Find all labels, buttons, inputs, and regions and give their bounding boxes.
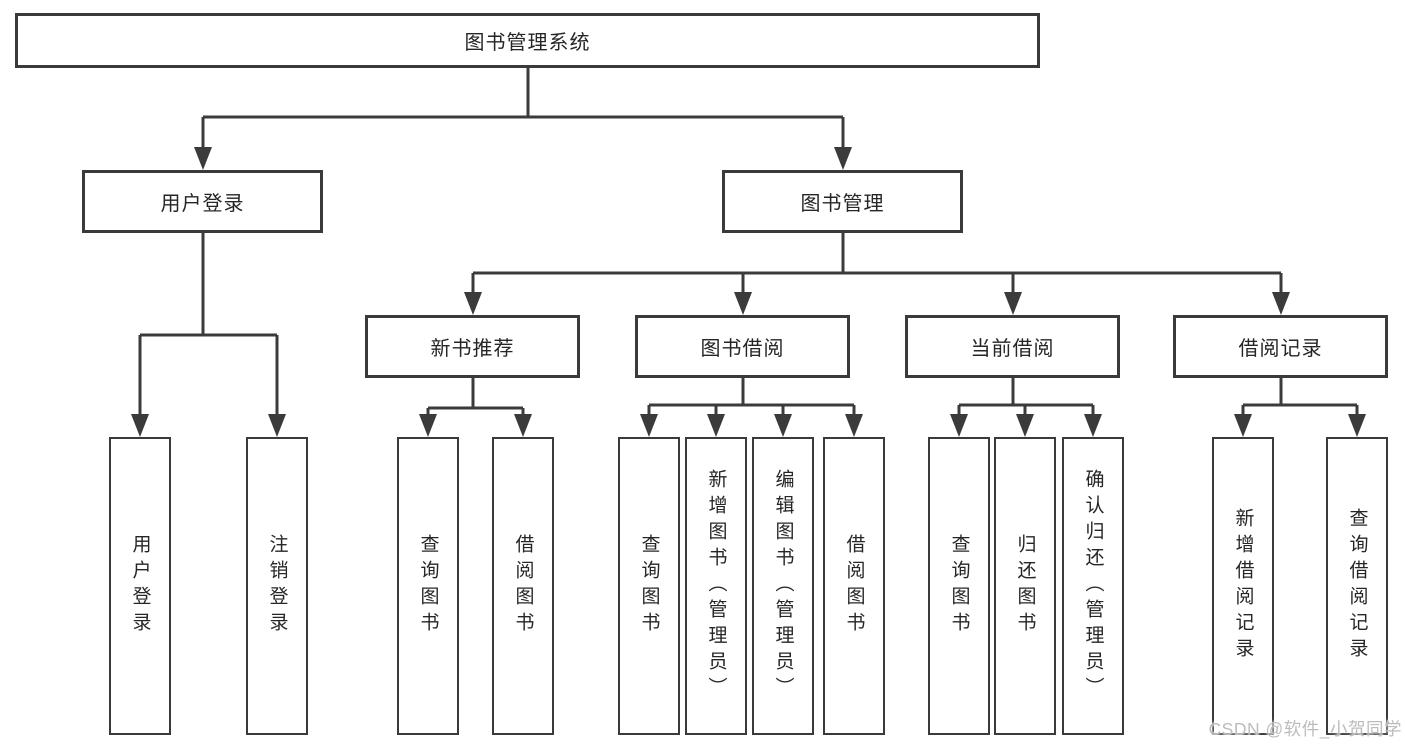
node-label: 查询图书 — [638, 534, 660, 638]
node-label: 编辑图书（管理员） — [772, 469, 794, 703]
node-label: 借阅图书 — [843, 534, 865, 638]
node-leaf-logout: 注销登录 — [246, 437, 308, 735]
node-borrowing-records: 借阅记录 — [1173, 315, 1388, 378]
node-label: 图书借阅 — [700, 338, 785, 360]
node-label: 图书管理系统 — [464, 32, 591, 54]
node-book-management: 图书管理 — [722, 170, 963, 233]
node-leaf-borrow-books-1: 借阅图书 — [492, 437, 554, 735]
node-label: 查询图书 — [417, 534, 439, 638]
node-leaf-query-books-1: 查询图书 — [397, 437, 459, 735]
node-label: 新增图书（管理员） — [705, 469, 727, 703]
node-label: 确认归还（管理员） — [1082, 469, 1104, 703]
node-library-management-system: 图书管理系统 — [15, 13, 1040, 68]
arrowheads — [131, 147, 1366, 437]
node-label: 归还图书 — [1014, 534, 1036, 638]
connector-edges — [138, 68, 1359, 429]
node-label: 当前借阅 — [970, 338, 1055, 360]
node-leaf-user-login: 用户登录 — [109, 437, 171, 735]
node-label: 借阅图书 — [512, 534, 534, 638]
node-user-login-group: 用户登录 — [82, 170, 323, 233]
node-leaf-query-borrow-record: 查询借阅记录 — [1326, 437, 1388, 735]
node-label: 查询借阅记录 — [1346, 508, 1368, 664]
node-leaf-return-books: 归还图书 — [994, 437, 1056, 735]
node-leaf-borrow-books-2: 借阅图书 — [823, 437, 885, 735]
node-label: 查询图书 — [948, 534, 970, 638]
node-leaf-query-books-3: 查询图书 — [928, 437, 990, 735]
node-book-borrowing: 图书借阅 — [635, 315, 850, 378]
node-label: 用户登录 — [129, 534, 151, 638]
node-label: 借阅记录 — [1238, 338, 1323, 360]
node-leaf-edit-books-admin: 编辑图书（管理员） — [752, 437, 814, 735]
node-leaf-confirm-return-admin: 确认归还（管理员） — [1062, 437, 1124, 735]
node-leaf-query-books-2: 查询图书 — [618, 437, 680, 735]
node-label: 用户登录 — [160, 193, 245, 215]
csdn-watermark: CSDN @软件_小贺同学 — [1208, 719, 1402, 739]
node-label: 注销登录 — [266, 534, 288, 638]
node-current-borrowing: 当前借阅 — [905, 315, 1120, 378]
node-label: 新增借阅记录 — [1232, 508, 1254, 664]
node-leaf-add-borrow-record: 新增借阅记录 — [1212, 437, 1274, 735]
node-label: 新书推荐 — [430, 338, 515, 360]
node-leaf-add-books-admin: 新增图书（管理员） — [685, 437, 747, 735]
node-new-book-recommendation: 新书推荐 — [365, 315, 580, 378]
node-label: 图书管理 — [800, 193, 885, 215]
